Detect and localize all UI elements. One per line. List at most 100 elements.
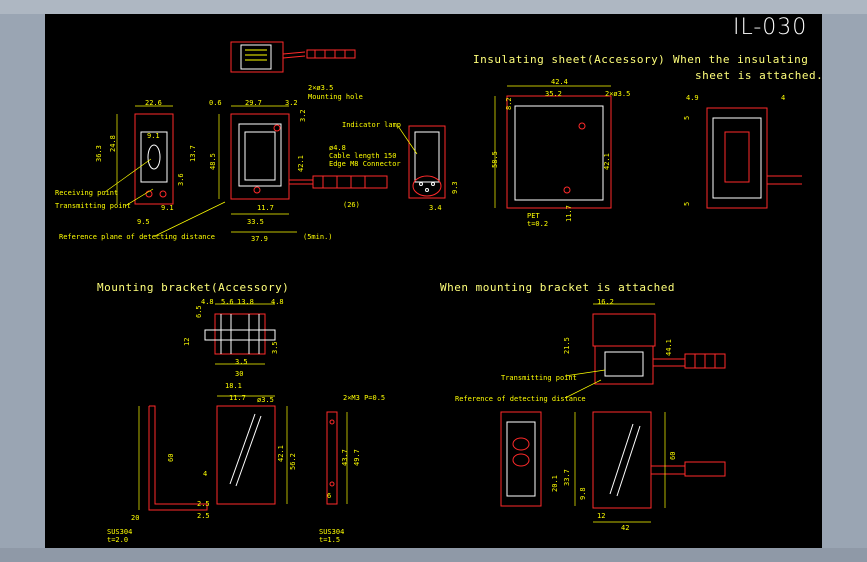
dim-2-5a: 2.5 [197, 500, 210, 508]
dim-20-1: 20.1 [551, 475, 559, 492]
heading-insulating-sheet: Insulating sheet(Accessory) [473, 53, 666, 66]
dim-11-7a: 11.7 [257, 204, 274, 212]
dim-42: 42 [621, 524, 630, 532]
dim-56-2: 56.2 [289, 453, 297, 470]
callout-transmitting-point: Transmitting point [55, 202, 131, 210]
dim-0-6: 0.6 [209, 99, 222, 107]
callout-sus-b-2: t=1.5 [319, 536, 341, 544]
dim-24-8: 24.8 [109, 135, 117, 152]
callout-sheet-hole: 2×ø3.5 [605, 90, 631, 98]
dim-21-5: 21.5 [563, 337, 571, 354]
dim-11-7c: 11.7 [229, 394, 246, 402]
sensor-side-view [134, 113, 174, 205]
dim-3-2a: 3.2 [285, 99, 298, 107]
dim-3-2b: 3.2 [299, 109, 307, 122]
callout-cable-2: Cable length 150 [329, 152, 397, 160]
dim-4a: 4 [203, 470, 208, 478]
dim-3-5a: 3.5 [235, 358, 248, 366]
dim-16-2: 16.2 [597, 298, 614, 306]
dim-48-5: 48.5 [209, 153, 217, 170]
dim-22-6: 22.6 [145, 99, 162, 107]
dimension-lines [104, 85, 666, 523]
dim-42-1b: 42.1 [603, 153, 611, 170]
callout-transmitting-point-b: Transmitting point [501, 374, 577, 382]
sensor-top-view [230, 41, 356, 73]
dim-18-1: 18.1 [225, 382, 242, 390]
dim-5-6: 5.6 [221, 298, 234, 306]
dim-3-6: 3.6 [177, 173, 185, 186]
dim-35-2: 35.2 [545, 90, 562, 98]
dim-5b: 5 [683, 201, 691, 206]
heading-when-insulating-1: When the insulating [673, 53, 809, 66]
dim-9-1b: 9.1 [161, 204, 174, 212]
dim-26: (26) [343, 201, 360, 209]
drawing-title: IL-030 [733, 15, 808, 40]
dim-37-9: 37.9 [251, 235, 268, 243]
callout-pet-2: t=0.2 [527, 220, 549, 228]
dim-42-1a: 42.1 [297, 155, 305, 172]
dim-4-8a: 4.8 [201, 298, 214, 306]
callout-pet-1: PET [527, 212, 540, 220]
bracket-attached-bottom [500, 411, 726, 509]
dim-12b: 12 [597, 512, 606, 520]
dim-9-1a: 9.1 [147, 132, 160, 140]
dim-42-1c: 42.1 [277, 445, 285, 462]
dim-5min: (5min.) [303, 233, 333, 241]
bracket-attached-top [592, 313, 726, 385]
dim-8-2: 8.2 [505, 97, 513, 110]
callout-sus-b-1: SUS304 [319, 528, 345, 536]
dim-36-3: 36.3 [95, 145, 103, 162]
dim-6: 6 [327, 492, 332, 500]
callout-receiving-point: Receiving point [55, 189, 119, 197]
sheet-attached-outline [706, 107, 802, 209]
dim-13-8: 13.8 [237, 298, 254, 306]
dim-60b: 60 [669, 451, 677, 460]
mounting-bracket-top [204, 313, 276, 355]
dim-9-8: 9.8 [579, 487, 587, 500]
cad-drawing-canvas[interactable]: IL-030 Insulating sheet(Accessory) When … [45, 14, 822, 548]
window-frame-bottom [0, 548, 867, 562]
callout-indicator-lamp: Indicator lamp [342, 121, 402, 129]
callout-reference-b: Reference of detecting distance [455, 395, 586, 403]
dim-6-5: 6.5 [195, 305, 203, 318]
heading-when-mounting: When mounting bracket is attached [440, 281, 676, 294]
dim-58-5: 58.5 [491, 151, 499, 168]
cad-linework [104, 41, 802, 523]
dim-9-5: 9.5 [137, 218, 150, 226]
callout-reference-plane: Reference plane of detecting distance [59, 233, 215, 241]
dim-12: 12 [183, 337, 191, 346]
callout-mounting-hole-1: 2×ø3.5 [308, 84, 334, 92]
dim-60a: 60 [167, 453, 175, 462]
dim-4: 4 [781, 94, 786, 102]
callout-m3: 2×M3 P=0.5 [343, 394, 386, 402]
dim-42-4: 42.4 [551, 78, 568, 86]
dim-43-7: 43.7 [341, 449, 349, 466]
insulating-sheet-outline [506, 95, 612, 209]
sensor-front-view [230, 113, 388, 200]
dim-33-5: 33.5 [247, 218, 264, 226]
dim-30: 30 [235, 370, 244, 378]
callout-cable-1: ø4.8 [329, 144, 346, 152]
dim-13-7: 13.7 [189, 145, 197, 162]
dim-33-7: 33.7 [563, 469, 571, 486]
callout-cable-3: Edge M8 Connector [329, 160, 401, 168]
dim-3-4: 3.4 [429, 204, 442, 212]
callout-sus-a-2: t=2.0 [107, 536, 129, 544]
heading-mounting-bracket: Mounting bracket(Accessory) [97, 281, 290, 294]
heading-when-insulating-2: sheet is attached. [695, 69, 822, 82]
sensor-end-view [408, 125, 446, 199]
dim-20: 20 [131, 514, 140, 522]
dim-3-5b: 3.5 [271, 341, 279, 354]
dim-29-7: 29.7 [245, 99, 262, 107]
dim-4-8b: 4.8 [271, 298, 284, 306]
callout-mounting-hole-2: Mounting hole [308, 93, 363, 101]
callout-sus-a-1: SUS304 [107, 528, 133, 536]
dim-5a: 5 [683, 115, 691, 120]
window-frame-top [0, 0, 867, 14]
mounting-bracket-side [148, 405, 338, 511]
dim-9-3: 9.3 [451, 181, 459, 194]
dim-2-5b: 2.5 [197, 512, 210, 520]
dim-44-1: 44.1 [665, 339, 673, 356]
dim-49-7: 49.7 [353, 449, 361, 466]
dim-11-7b: 11.7 [565, 205, 573, 222]
